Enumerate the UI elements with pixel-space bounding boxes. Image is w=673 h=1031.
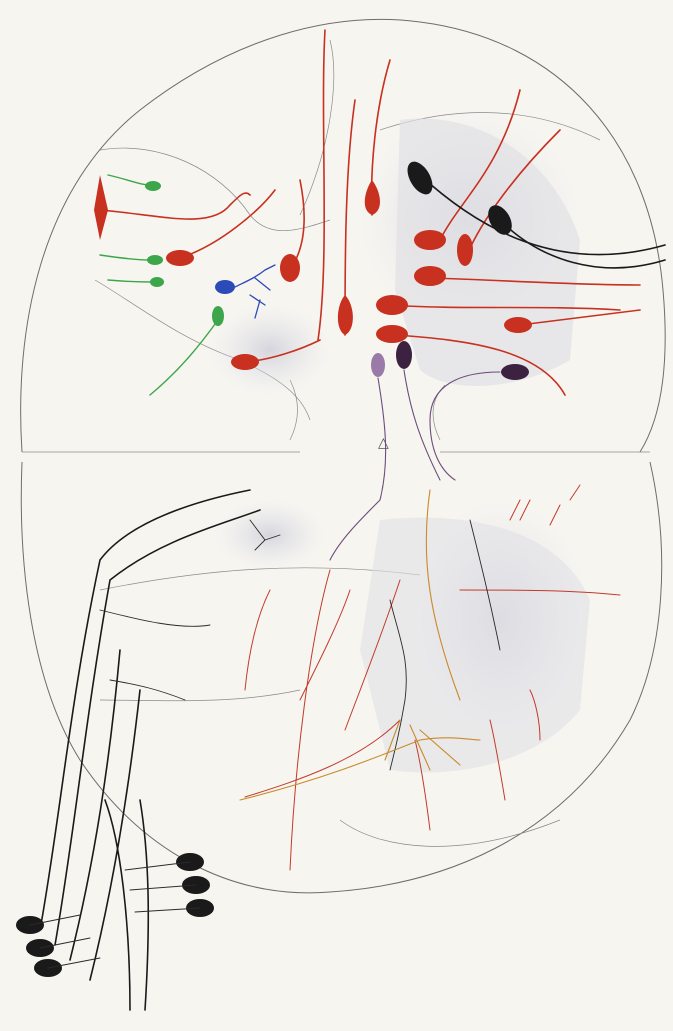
posterior-median-septum [290, 380, 445, 440]
dorsal-column-boundary [100, 40, 334, 231]
dorsal-horn-left [210, 305, 330, 395]
ventral-horn-left [215, 500, 325, 570]
central-canal-marker: △ [378, 435, 389, 451]
green-neurons [100, 175, 224, 395]
